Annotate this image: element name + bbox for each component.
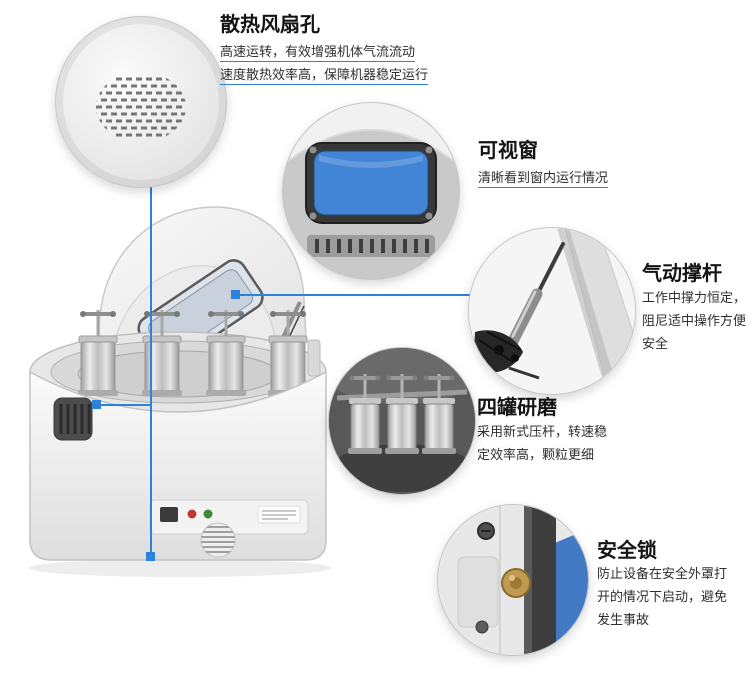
gas-strut-photo (469, 228, 635, 394)
hinge-bracket (307, 339, 321, 377)
callout-desc-viewing-window: 清晰看到窗内运行情况 (478, 171, 609, 186)
connector-fan-vent-dot (146, 552, 155, 561)
side-vent (53, 397, 93, 441)
connector-fan-vent-line (150, 186, 152, 556)
grinding-jars (78, 310, 308, 396)
callout-desc-gas-strut: 工作中撑力恒定， 阻尼适中操作方便 安全 (642, 291, 747, 352)
callout-desc-fan-vent: 高速运转，有效增强机体气流流动 速度散热效率高，保障机器稳定运行 (220, 45, 429, 83)
callout-title-gas-strut: 气动撑杆 (642, 261, 722, 285)
callout-desc-grinding: 采用新式压杆，转速稳 定效率高，颗粒更细 (477, 425, 608, 463)
callout-circle-grinding-jars (328, 347, 476, 495)
connector-strut-line (240, 294, 470, 296)
callout-circle-gas-strut (468, 227, 636, 395)
callout-circle-fan-vent (55, 16, 227, 188)
viewing-window-photo (283, 103, 459, 279)
callout-circle-safety-lock (437, 504, 589, 656)
callout-title-viewing-window: 可视窗 (478, 138, 538, 162)
machine-photo (28, 206, 332, 577)
callout-circle-viewing-window (282, 102, 460, 280)
machine-shadow (28, 559, 332, 577)
window-glass (313, 150, 429, 216)
connector-strut-dot (231, 290, 240, 299)
safety-lock-photo (438, 505, 588, 655)
fan-vent-photo (56, 17, 226, 187)
control-panel (149, 499, 309, 535)
callout-desc-safety-lock: 防止设备在安全外罩打 开的情况下启动，避免 发生事故 (597, 567, 728, 628)
connector-side-vent-line (98, 404, 152, 406)
grinding-jars-photo (329, 348, 475, 494)
connector-side-vent-dot (92, 400, 101, 409)
base-fan-vent (200, 522, 236, 558)
callout-title-grinding: 四罐研磨 (477, 395, 557, 419)
callout-title-safety-lock: 安全锁 (597, 538, 657, 562)
callout-title-fan-vent: 散热风扇孔 (220, 12, 320, 36)
